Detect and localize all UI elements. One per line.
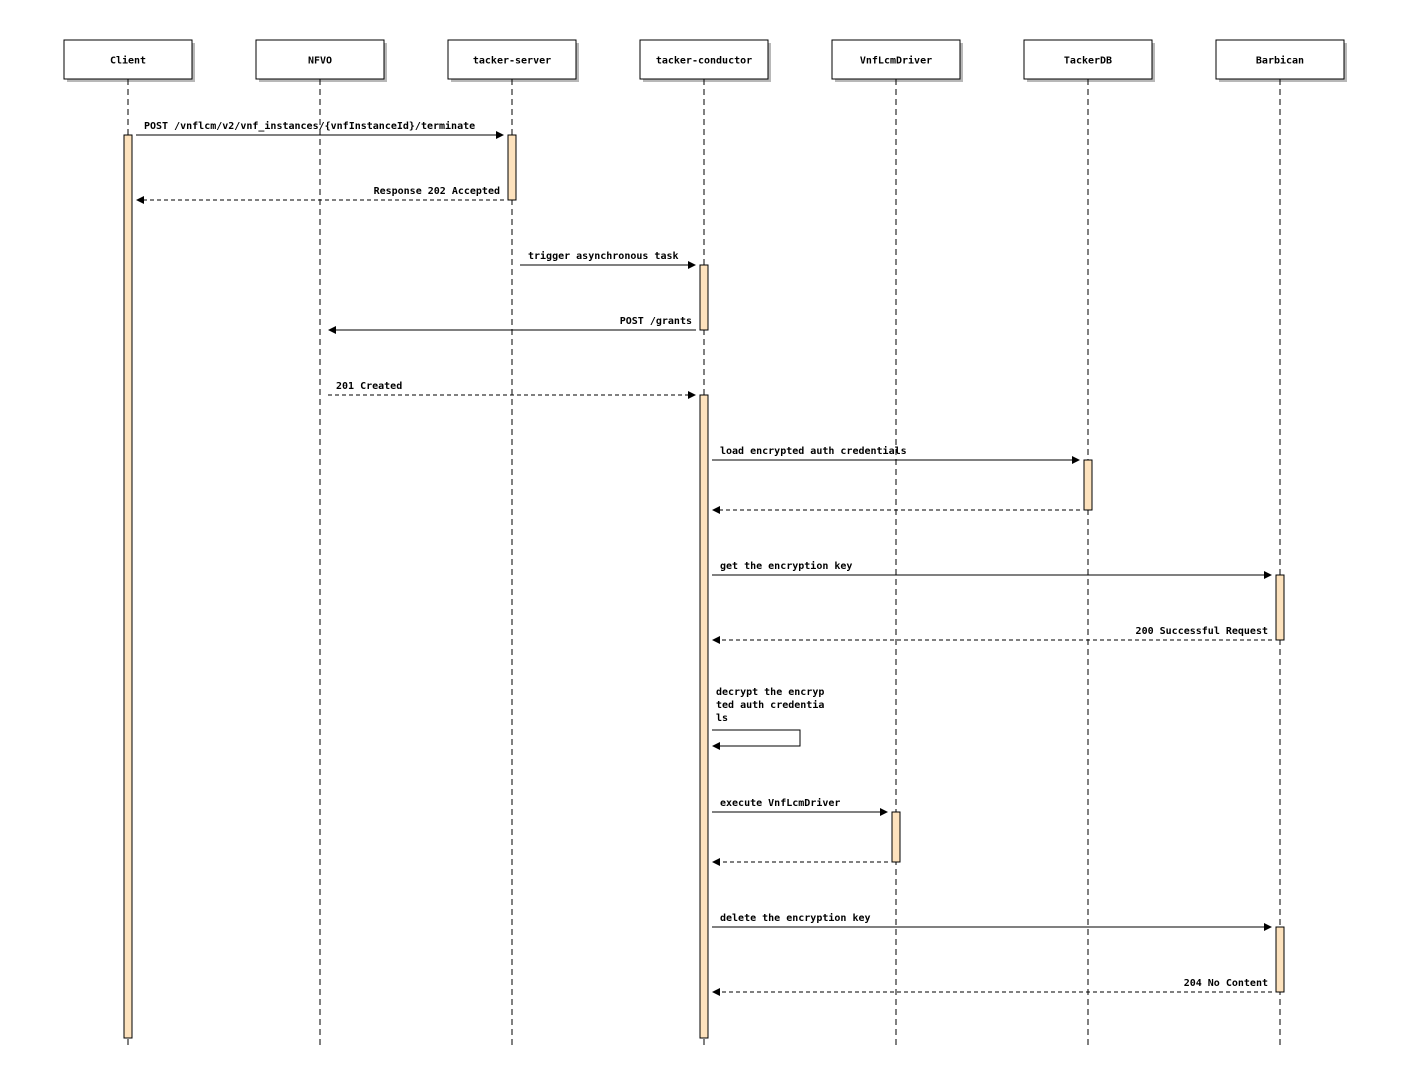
participant-label: tacker-server bbox=[473, 56, 551, 67]
participant-server: tacker-server bbox=[447, 39, 579, 82]
message-label: decrypt the encryp bbox=[716, 687, 824, 698]
self-message-arrow bbox=[712, 729, 801, 747]
participant-box bbox=[255, 39, 385, 80]
activation-bar-barbican bbox=[1275, 574, 1285, 641]
message-7 bbox=[712, 506, 1080, 514]
message-label: 200 Successful Request bbox=[1136, 626, 1268, 637]
message-label: ls bbox=[716, 713, 728, 724]
message-9: 200 Successful Request bbox=[712, 626, 1272, 644]
message-label: POST /grants bbox=[620, 316, 692, 327]
participant-barbican: Barbican bbox=[1215, 39, 1347, 82]
activation-bar-barbican bbox=[1275, 926, 1285, 993]
message-11: execute VnfLcmDriver bbox=[712, 797, 888, 816]
participant-box bbox=[1023, 39, 1153, 80]
participant-conductor: tacker-conductor bbox=[639, 39, 771, 82]
participant-box bbox=[1215, 39, 1345, 80]
message-label: 201 Created bbox=[336, 381, 402, 392]
message-5: 201 Created bbox=[328, 381, 696, 399]
arrowhead bbox=[712, 988, 720, 996]
arrowhead bbox=[712, 636, 720, 644]
arrowhead bbox=[688, 391, 696, 399]
participant-nfvo: NFVO bbox=[255, 39, 387, 82]
participant-box bbox=[831, 39, 961, 80]
arrowhead bbox=[1264, 923, 1272, 931]
arrowhead bbox=[496, 131, 504, 139]
participant-label: TackerDB bbox=[1064, 56, 1112, 67]
activation-bar-conductor bbox=[699, 394, 709, 1039]
message-label: load encrypted auth credentials bbox=[720, 445, 907, 457]
arrowhead bbox=[880, 808, 888, 816]
activation-bar-driver bbox=[891, 811, 901, 863]
message-label: delete the encryption key bbox=[720, 912, 871, 924]
message-13: delete the encryption key bbox=[712, 912, 1272, 931]
activation-bar-client bbox=[123, 134, 133, 1039]
participant-db: TackerDB bbox=[1023, 39, 1155, 82]
message-label: Response 202 Accepted bbox=[374, 186, 500, 197]
participant-box bbox=[639, 39, 769, 80]
participant-label: Barbican bbox=[1256, 55, 1304, 67]
message-1: POST /vnflcm/v2/vnf_instances/{vnfInstan… bbox=[136, 120, 504, 139]
arrowhead bbox=[1264, 571, 1272, 579]
message-4: POST /grants bbox=[328, 316, 696, 334]
message-label: POST /vnflcm/v2/vnf_instances/{vnfInstan… bbox=[144, 120, 475, 132]
messages: POST /vnflcm/v2/vnf_instances/{vnfInstan… bbox=[136, 120, 1272, 996]
arrowhead bbox=[1072, 456, 1080, 464]
participant-label: Client bbox=[110, 55, 146, 67]
participant-boxes: Client NFVO tacker-server tacker-conductor V… bbox=[63, 39, 1347, 82]
activation-bar-conductor bbox=[699, 264, 709, 331]
message-label: get the encryption key bbox=[720, 560, 852, 572]
message-2: Response 202 Accepted bbox=[136, 186, 504, 204]
activation-bar-server bbox=[507, 134, 517, 201]
participant-box bbox=[447, 39, 577, 80]
arrowhead bbox=[712, 742, 720, 750]
participant-label: VnfLcmDriver bbox=[860, 55, 932, 67]
message-label: trigger asynchronous task bbox=[528, 250, 679, 262]
message-14: 204 No Content bbox=[712, 978, 1272, 996]
participant-label: tacker-conductor bbox=[656, 56, 752, 67]
arrowhead bbox=[712, 858, 720, 866]
arrowhead bbox=[712, 506, 720, 514]
participant-label: NFVO bbox=[308, 56, 332, 67]
arrowhead bbox=[688, 261, 696, 269]
participant-box bbox=[63, 39, 193, 80]
message-8: get the encryption key bbox=[712, 560, 1272, 579]
message-10: decrypt the encrypted auth credentia ls bbox=[712, 687, 824, 750]
message-6: load encrypted auth credentials bbox=[712, 445, 1080, 464]
message-3: trigger asynchronous task bbox=[520, 250, 696, 269]
participant-client: Client bbox=[63, 39, 195, 82]
arrowhead bbox=[328, 326, 336, 334]
activation-bars bbox=[123, 134, 1285, 1039]
message-label: ted auth credentia bbox=[716, 699, 824, 711]
message-label: 204 No Content bbox=[1184, 978, 1268, 989]
participant-driver: VnfLcmDriver bbox=[831, 39, 963, 82]
arrowhead bbox=[136, 196, 144, 204]
message-12 bbox=[712, 858, 888, 866]
activation-bar-db bbox=[1083, 459, 1093, 511]
message-label: execute VnfLcmDriver bbox=[720, 797, 840, 809]
